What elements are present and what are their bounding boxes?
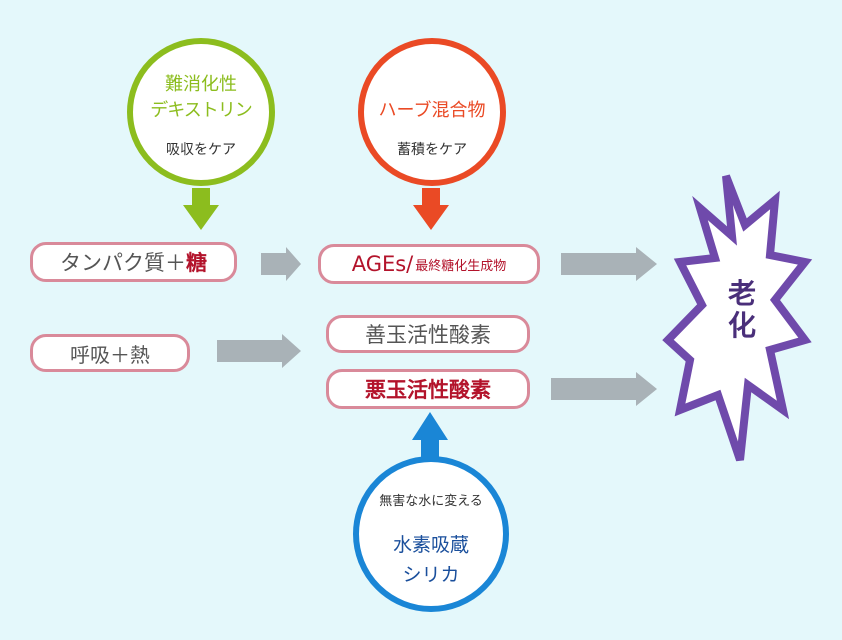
aging-label: 老 化 [712, 278, 772, 342]
silica-title-line2: シリカ [402, 564, 460, 586]
arrow-ages-to-aging [561, 247, 657, 281]
good-ros-box: 善玉活性酸素 [326, 315, 530, 353]
dextrin-circle: 難消化性 デキストリン 吸収をケア [127, 38, 275, 186]
ages-sub-label: 最終糖化生成物 [415, 258, 507, 274]
aging-char-1: 老 [727, 277, 756, 310]
bad-ros-box: 悪玉活性酸素 [326, 369, 530, 409]
herb-title: ハーブ混合物 [378, 100, 486, 121]
herb-circle: ハーブ混合物 蓄積をケア [358, 38, 506, 186]
aging-char-2: 化 [727, 309, 756, 342]
arrow-ros-to-aging [551, 372, 657, 406]
dextrin-title-line1: 難消化性 [165, 74, 237, 95]
protein-sugar-text: タンパク質＋ [60, 251, 186, 275]
aging-burst [662, 174, 813, 462]
protein-sugar-box: タンパク質＋ 糖 [30, 242, 237, 282]
arrow-protein-to-ages [261, 247, 301, 281]
silica-circle: 無害な水に変える 水素吸蔵 シリカ [353, 456, 509, 612]
breath-heat-text: 呼吸＋熱 [70, 342, 150, 367]
good-ros-text: 善玉活性酸素 [365, 323, 491, 347]
ages-box: AGEs/ 最終糖化生成物 [318, 244, 540, 284]
arrow-silica-up [412, 412, 448, 462]
dextrin-caption: 吸収をケア [166, 142, 236, 158]
bad-ros-text: 悪玉活性酸素 [365, 378, 491, 402]
silica-caption: 無害な水に変える [379, 494, 483, 509]
sugar-highlight: 糖 [186, 251, 207, 275]
arrow-dextrin-down [183, 188, 219, 230]
silica-title-line1: 水素吸蔵 [392, 534, 469, 556]
herb-caption: 蓄積をケア [397, 142, 467, 158]
ages-label: AGEs/ [351, 252, 414, 276]
arrow-breath-to-ros [217, 334, 301, 368]
dextrin-title-line2: デキストリン [150, 100, 252, 121]
arrow-herb-down [413, 188, 449, 230]
breath-heat-box: 呼吸＋熱 [30, 334, 190, 372]
